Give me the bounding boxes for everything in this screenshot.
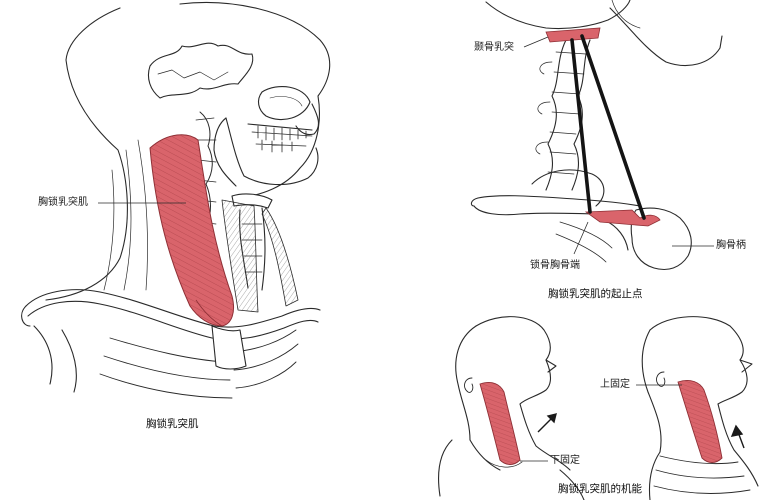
label-sternocleidomastoid: 胸锁乳突肌 — [38, 197, 88, 208]
muscle-cords — [570, 34, 646, 220]
clavicle-attachment-mark — [584, 209, 661, 227]
motion-arrow-right — [730, 424, 745, 449]
scm-muscle-right-fibers — [678, 380, 722, 463]
motion-arrow-left — [537, 413, 557, 433]
label-lower-fixed: 下固定 — [550, 455, 580, 466]
label-mastoid-process: 颞骨乳突 — [474, 42, 514, 53]
label-sternal-end-clavicle: 锁骨胸骨端 — [530, 260, 580, 271]
label-upper-fixed: 上固定 — [600, 379, 630, 390]
function-figure-right — [641, 316, 759, 500]
sternocleidomastoid-main — [149, 134, 235, 327]
mastoid-attachment-mark — [545, 27, 601, 43]
caption-function: 胸锁乳突肌的机能 — [558, 483, 642, 495]
attachment-leaders — [523, 36, 714, 255]
main-neck-drawing — [21, 1, 331, 399]
caption-attachments: 胸锁乳突肌的起止点 — [548, 288, 643, 300]
caption-main: 胸锁乳突肌 — [146, 418, 199, 430]
attachment-drawing — [470, 0, 723, 271]
scm-muscle-left-fibers — [480, 382, 520, 465]
function-figure-left — [437, 316, 585, 500]
label-manubrium: 胸骨柄 — [716, 240, 746, 251]
